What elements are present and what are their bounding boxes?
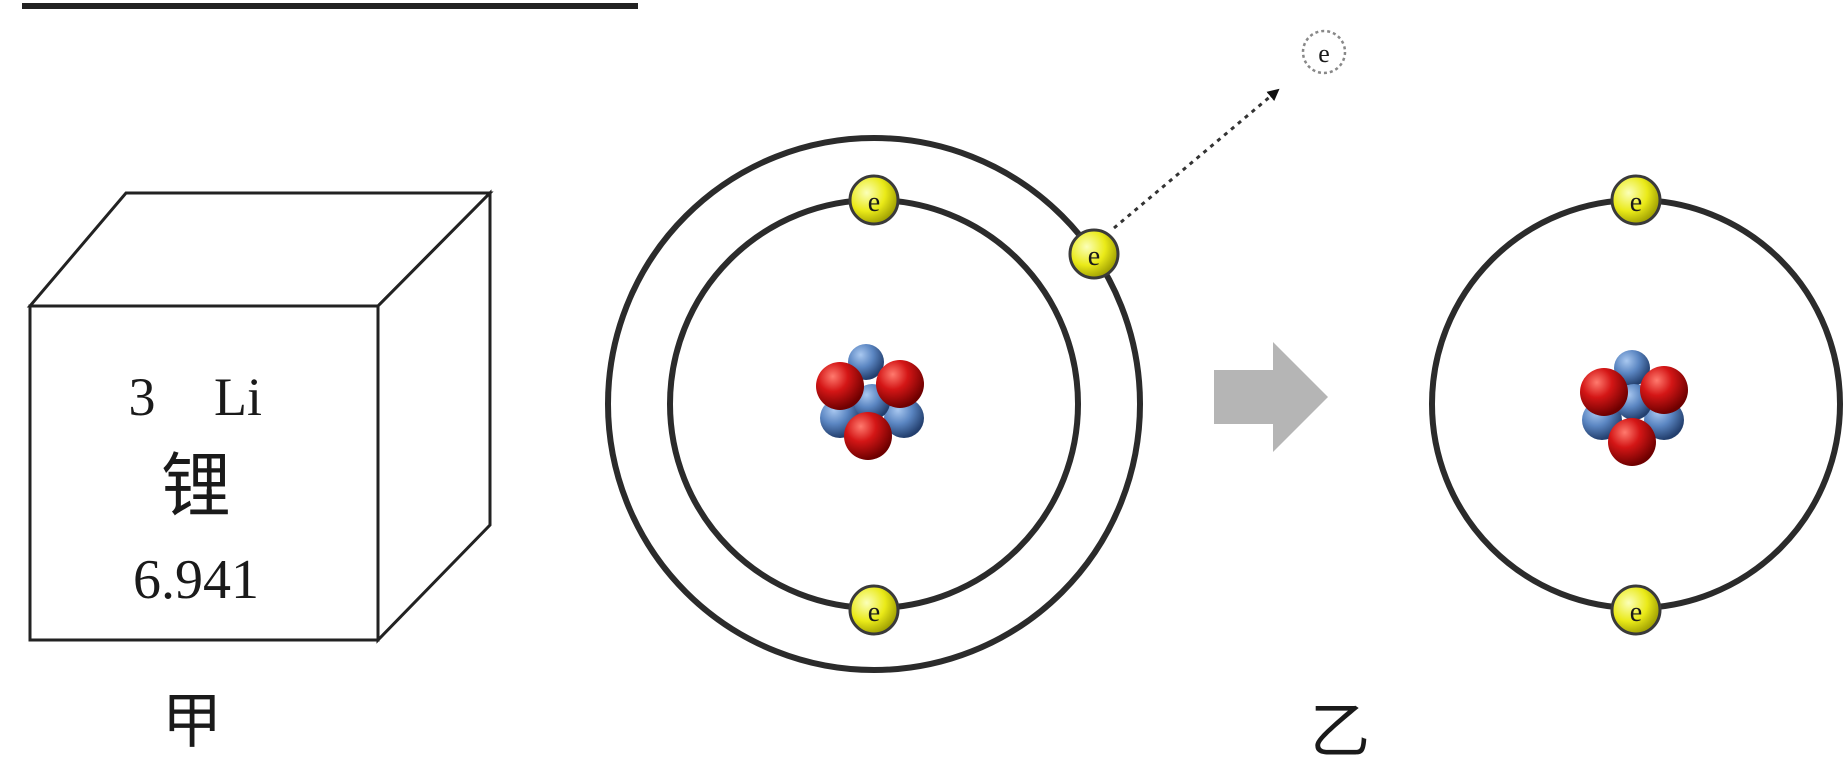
element-name: 锂 [161,445,231,527]
transition-arrow [1214,342,1328,452]
element-symbol: Li [214,367,262,427]
electron-top: e [848,174,900,226]
escape-arrow [1113,88,1280,230]
outer-orbit [605,135,1143,673]
electron-label: e [868,187,880,218]
element-card: 3 Li 锂 6.941 [26,189,494,644]
electron-label: e [1088,241,1100,272]
lithium-atom: e e e e [605,29,1347,673]
proton [816,362,864,410]
lithium-ion: e e [1429,174,1843,636]
label-right: 乙 [1310,697,1370,760]
electron-outer: e [1068,228,1120,280]
neutron [1614,350,1650,386]
nucleus-left [816,344,924,460]
proton [1608,418,1656,466]
atomic-number: 3 [129,367,156,427]
cube-front-face [28,304,380,642]
proton [1580,368,1628,416]
proton [876,360,924,408]
electron-label: e [1318,39,1330,68]
neutron [884,398,924,438]
lost-electron: e [1301,29,1347,75]
proton [844,412,892,460]
electron-label: e [1630,187,1642,218]
proton [1640,366,1688,414]
electron-label: e [868,597,880,628]
label-left: 甲 [162,687,222,757]
ion-electron-bottom: e [1610,584,1662,636]
atomic-mass: 6.941 [133,549,259,611]
ion-electron-top: e [1610,174,1662,226]
nucleus-right [1580,350,1688,466]
electron-bottom: e [848,584,900,636]
electron-label: e [1630,597,1642,628]
